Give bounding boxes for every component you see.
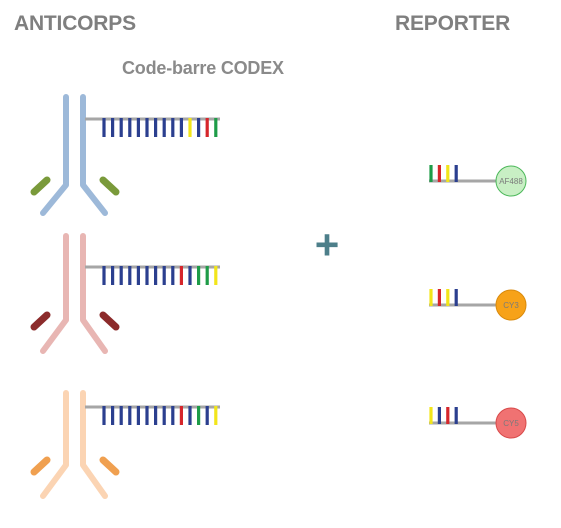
antibody-pink xyxy=(30,233,220,354)
antibody-right-arm xyxy=(80,233,108,354)
antibody-left-arm xyxy=(40,233,69,354)
reporter-cy5: CY5 xyxy=(429,407,527,439)
antibody-left-light-chain xyxy=(30,176,51,196)
antibody-left-light-chain xyxy=(30,311,51,331)
antibody-right-arm xyxy=(80,94,108,216)
barcode-heading: Code-barre CODEX xyxy=(122,58,284,78)
reporter-dye-label: CY3 xyxy=(503,301,519,310)
reporter-af488: AF488 xyxy=(429,165,527,197)
antibody-left-light-chain xyxy=(30,456,51,476)
reporter-dye xyxy=(495,289,527,321)
antibody-right-arm xyxy=(80,390,108,499)
reporter-dye xyxy=(495,407,527,439)
reporter-heading: REPORTER xyxy=(395,12,511,35)
antibody-blue xyxy=(30,94,220,216)
reporter-dye-label: CY5 xyxy=(503,419,519,428)
plus-sign: + xyxy=(315,221,340,268)
antibody-right-light-chain xyxy=(99,176,120,196)
reporter-dye-label: AF488 xyxy=(499,177,523,186)
reporter-dye xyxy=(495,165,527,197)
reporter-cy3: CY3 xyxy=(429,289,527,321)
antibody-group xyxy=(30,94,220,499)
antibody-peach xyxy=(30,390,220,499)
antibody-right-light-chain xyxy=(99,311,120,331)
antibody-heading: ANTICORPS xyxy=(14,12,136,35)
antibody-left-arm xyxy=(40,94,69,216)
antibody-left-arm xyxy=(40,390,69,499)
antibody-right-light-chain xyxy=(99,456,120,476)
